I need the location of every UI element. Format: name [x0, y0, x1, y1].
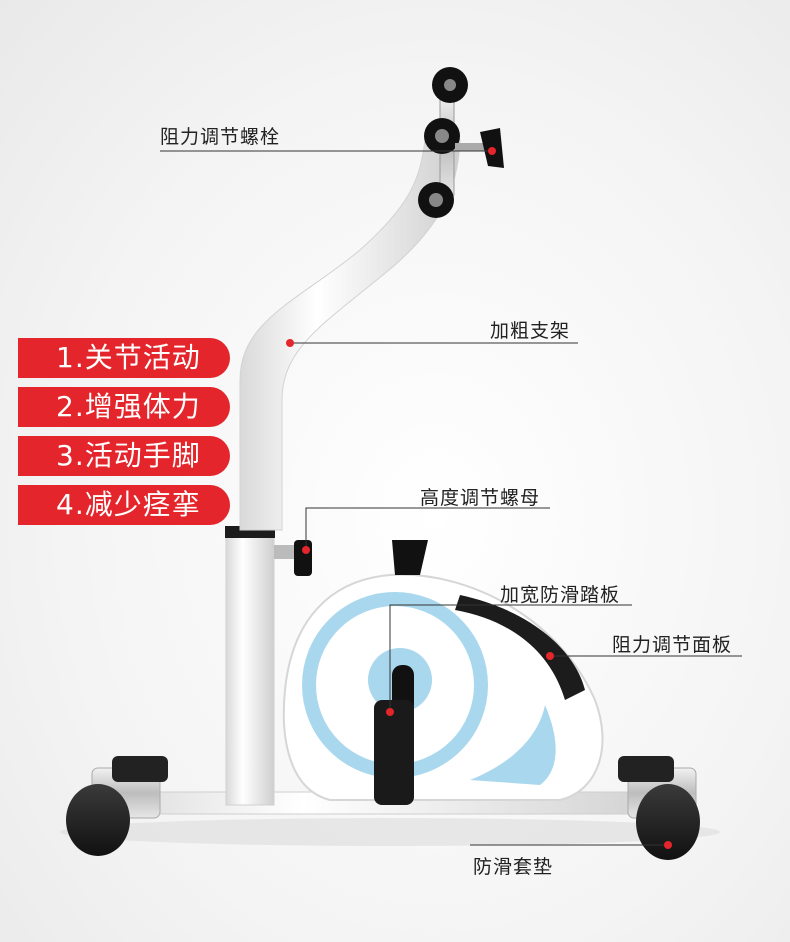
marker-wide-pedal	[386, 708, 394, 716]
handle-assembly	[418, 67, 504, 218]
red-markers	[286, 147, 672, 849]
marker-thick-frame	[286, 339, 294, 347]
right-foot-pad	[636, 784, 700, 860]
blue-accent	[470, 705, 556, 785]
benefit-badge-4: 4.减少痉挛	[18, 485, 230, 525]
benefit-badge-2: 2.增强体力	[18, 387, 230, 427]
marker-resistance-panel	[546, 652, 554, 660]
floor-shadow	[60, 818, 720, 846]
pedal-housing	[282, 540, 604, 805]
marker-height-nut	[302, 546, 310, 554]
callout-resistance-bolt: 阻力调节螺栓	[160, 126, 281, 148]
callout-wide-pedal: 加宽防滑踏板	[500, 584, 621, 606]
benefit-badge-1: 1.关节活动	[18, 338, 230, 378]
benefit-badge-3: 3.活动手脚	[18, 436, 230, 476]
callout-lines	[160, 150, 742, 846]
callout-thick-frame: 加粗支架	[490, 320, 571, 342]
front-pedal	[374, 700, 414, 805]
marker-resistance-bolt	[488, 147, 496, 155]
callout-height-nut: 高度调节螺母	[420, 487, 541, 509]
lower-post	[225, 529, 275, 806]
callout-anti-slip-pad: 防滑套垫	[473, 856, 554, 878]
upper-curved-tube	[239, 139, 461, 531]
left-foot-pad	[66, 784, 130, 856]
left-foot-cap	[112, 756, 168, 782]
callout-resistance-panel: 阻力调节面板	[612, 634, 733, 656]
right-foot-cap	[618, 756, 674, 782]
rear-pedal	[392, 540, 428, 575]
marker-anti-slip-pad	[664, 841, 672, 849]
